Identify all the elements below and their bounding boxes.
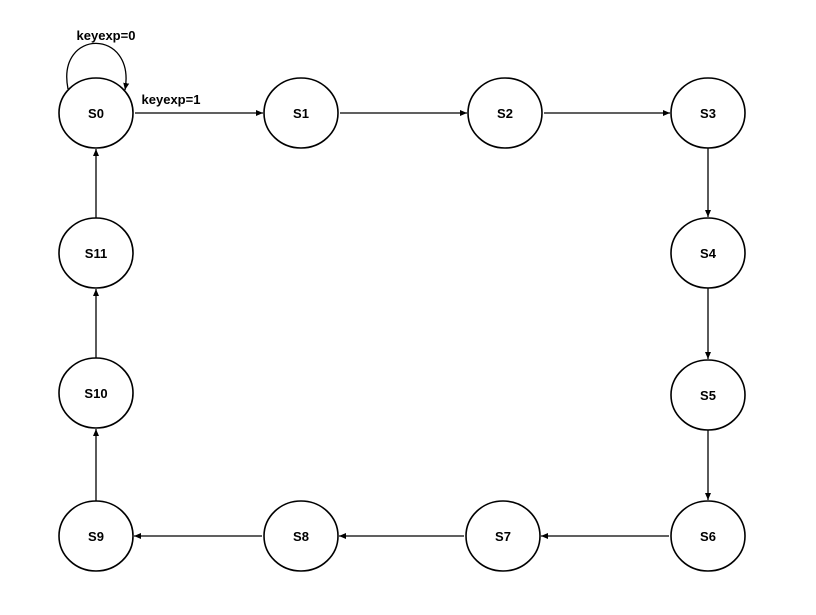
state-node [465, 500, 541, 572]
state-label: S11 [85, 246, 107, 261]
state-label: S7 [495, 529, 511, 544]
transitions-layer: keyexp=0 keyexp=1 [66, 28, 711, 539]
state-node [263, 77, 339, 149]
transition-s0-s0: keyexp=0 [66, 28, 136, 91]
state-label: S4 [700, 246, 717, 261]
state-label: S3 [700, 106, 716, 121]
state-s5: S5 [670, 359, 746, 431]
state-node [58, 77, 134, 149]
state-label: S2 [497, 106, 513, 121]
state-node [467, 77, 543, 149]
state-node [58, 217, 134, 289]
state-label: S1 [293, 106, 309, 121]
state-s4: S4 [670, 217, 746, 289]
state-s6: S6 [670, 500, 746, 572]
self-loop-arrow [66, 42, 130, 91]
state-label: S10 [84, 386, 107, 401]
state-label: S9 [88, 529, 104, 544]
state-node [670, 359, 746, 431]
state-s9: S9 [58, 500, 134, 572]
state-s3: S3 [670, 77, 746, 149]
state-s2: S2 [467, 77, 543, 149]
state-s7: S7 [465, 500, 541, 572]
state-s11: S11 [58, 217, 134, 289]
state-node [670, 77, 746, 149]
state-label: S6 [700, 529, 716, 544]
transition-label: keyexp=1 [142, 92, 201, 107]
transition-label: keyexp=0 [77, 28, 136, 43]
state-node [670, 217, 746, 289]
state-node [58, 357, 134, 429]
state-label: S0 [88, 106, 104, 121]
state-node [263, 500, 339, 572]
state-s0: S0 [58, 77, 134, 149]
state-label: S8 [293, 529, 309, 544]
state-s8: S8 [263, 500, 339, 572]
state-s1: S1 [263, 77, 339, 149]
transition-s0-s1: keyexp=1 [135, 92, 263, 116]
state-node [58, 500, 134, 572]
state-s10: S10 [58, 357, 134, 429]
state-label: S5 [700, 388, 716, 403]
state-node [670, 500, 746, 572]
